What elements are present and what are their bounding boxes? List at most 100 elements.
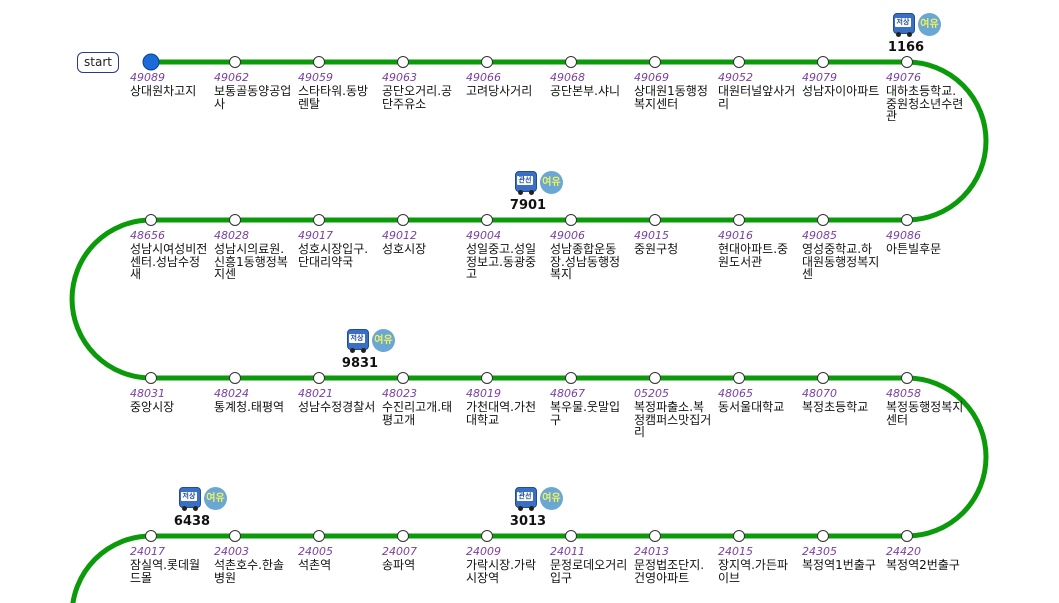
stop-marker[interactable] <box>817 214 829 226</box>
stop-marker[interactable] <box>145 530 157 542</box>
stop-marker[interactable] <box>313 372 325 384</box>
stop-marker[interactable] <box>145 214 157 226</box>
stop-marker[interactable] <box>313 214 325 226</box>
stop-marker[interactable] <box>901 56 913 68</box>
bus-marker[interactable]: 저상 여유 1166 <box>883 13 943 57</box>
stop-name: 통계청.태평역 <box>214 400 285 414</box>
stop-id: 48023 <box>382 387 417 400</box>
stop-marker[interactable] <box>817 372 829 384</box>
stop-id: 49068 <box>550 71 585 84</box>
stop-marker[interactable] <box>565 56 577 68</box>
bus-icon: 저상 <box>893 13 915 37</box>
stop-id: 24015 <box>718 545 753 558</box>
stop-marker[interactable] <box>565 372 577 384</box>
stop-id: 48021 <box>298 387 333 400</box>
stop-marker[interactable] <box>649 372 661 384</box>
stop-marker[interactable] <box>901 530 913 542</box>
current-stop-marker[interactable] <box>142 53 160 71</box>
stop-marker[interactable] <box>229 56 241 68</box>
stop-id: 24007 <box>382 545 417 558</box>
bus-marker[interactable]: 저상 여유 9831 <box>337 329 397 373</box>
stop-marker[interactable] <box>817 56 829 68</box>
stop-marker[interactable] <box>649 214 661 226</box>
stop-marker[interactable] <box>481 214 493 226</box>
bus-marker[interactable]: 저상 여유 6438 <box>169 487 229 531</box>
bus-marker[interactable]: 관선 여유 7901 <box>505 171 565 215</box>
stop-id: 48024 <box>214 387 249 400</box>
stop-marker[interactable] <box>397 56 409 68</box>
stop-id: 24005 <box>298 545 333 558</box>
stop-marker[interactable] <box>145 372 157 384</box>
stop-marker[interactable] <box>397 214 409 226</box>
start-button[interactable]: start <box>77 52 119 73</box>
stop-marker[interactable] <box>313 56 325 68</box>
stop-id: 49015 <box>634 229 669 242</box>
stop-marker[interactable] <box>817 530 829 542</box>
stop-name: 상대원1동행정복지센터 <box>634 84 708 111</box>
stop-marker[interactable] <box>901 214 913 226</box>
stop-marker[interactable] <box>229 214 241 226</box>
stop-marker[interactable] <box>649 56 661 68</box>
stop-marker[interactable] <box>649 530 661 542</box>
stop-marker[interactable] <box>565 214 577 226</box>
stop-marker[interactable] <box>733 56 745 68</box>
stop-marker[interactable] <box>733 372 745 384</box>
stop-name: 성남시여성비전센터.성남수정새 <box>130 242 208 281</box>
stop-marker[interactable] <box>229 530 241 542</box>
stop-marker[interactable] <box>313 530 325 542</box>
stop-marker[interactable] <box>481 56 493 68</box>
bus-marker[interactable]: 관선 여유 3013 <box>505 487 565 531</box>
stop-marker[interactable] <box>901 372 913 384</box>
stop-marker[interactable] <box>481 372 493 384</box>
stop-name: 공단본부.샤니 <box>550 84 621 98</box>
stop-marker[interactable] <box>229 372 241 384</box>
stop-marker[interactable] <box>733 530 745 542</box>
stop-marker[interactable] <box>481 530 493 542</box>
bus-icon: 관선 <box>515 171 537 195</box>
stop-marker[interactable] <box>565 530 577 542</box>
stop-marker[interactable] <box>397 372 409 384</box>
stop-marker[interactable] <box>397 530 409 542</box>
stop-marker[interactable] <box>733 214 745 226</box>
